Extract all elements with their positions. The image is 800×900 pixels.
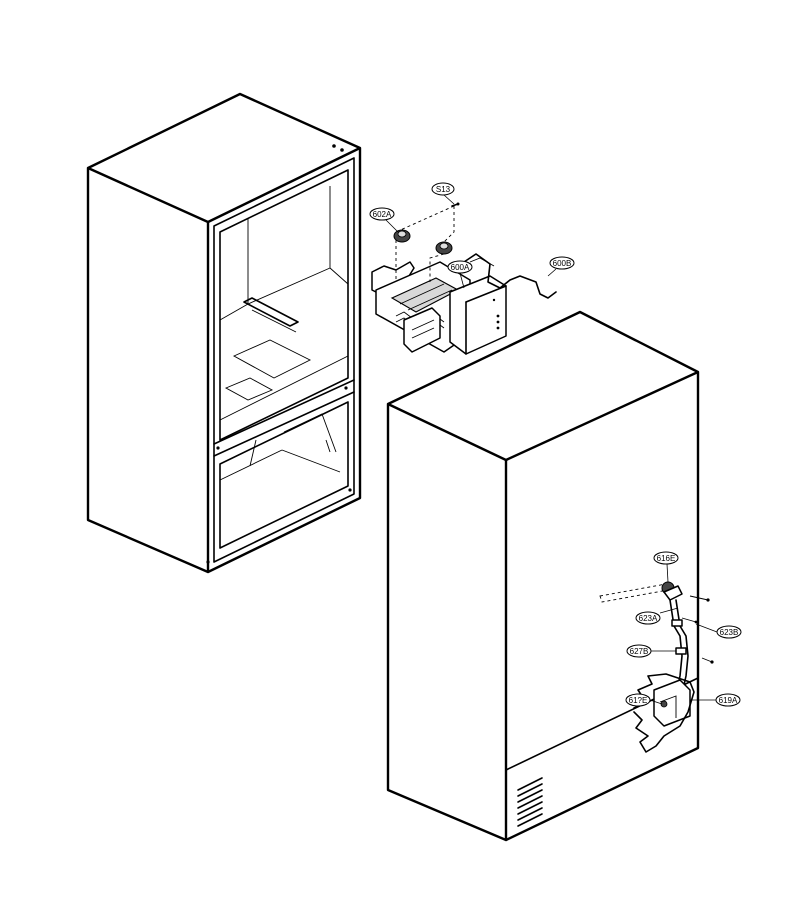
alignment-lines	[395, 205, 455, 282]
callout-623b: 623B	[695, 623, 742, 639]
harness-600b	[463, 253, 557, 299]
fitting-602a	[393, 229, 453, 255]
svg-text:616E: 616E	[657, 554, 676, 563]
svg-text:S13: S13	[436, 185, 451, 194]
svg-text:602A: 602A	[373, 210, 392, 219]
vent-grille	[517, 777, 543, 827]
svg-text:61?E: 61?E	[629, 696, 648, 705]
refrigerator-cabinet-back	[386, 310, 700, 842]
callout-616e: 616E	[653, 551, 679, 583]
svg-text:600B: 600B	[553, 259, 572, 268]
svg-text:627B: 627B	[630, 647, 649, 656]
svg-text:619A: 619A	[719, 696, 738, 705]
svg-text:623B: 623B	[720, 628, 739, 637]
svg-text:623A: 623A	[639, 614, 658, 623]
refrigerator-cabinet-front	[86, 92, 362, 574]
callout-61xe: 61?E	[625, 693, 663, 707]
screw-s13	[451, 202, 460, 207]
ice-maker-assembly	[371, 261, 507, 355]
callout-s13: S13	[431, 182, 455, 205]
callout-600b: 600B	[547, 256, 575, 277]
callout-623a: 623A	[635, 607, 679, 625]
water-valve-assembly	[599, 581, 714, 753]
callout-627b: 627B	[626, 644, 676, 658]
callout-602a: 602A	[369, 207, 399, 233]
callout-619a: 619A	[690, 693, 741, 707]
callout-600a: 600A	[447, 260, 473, 289]
svg-text:600A: 600A	[451, 263, 470, 272]
